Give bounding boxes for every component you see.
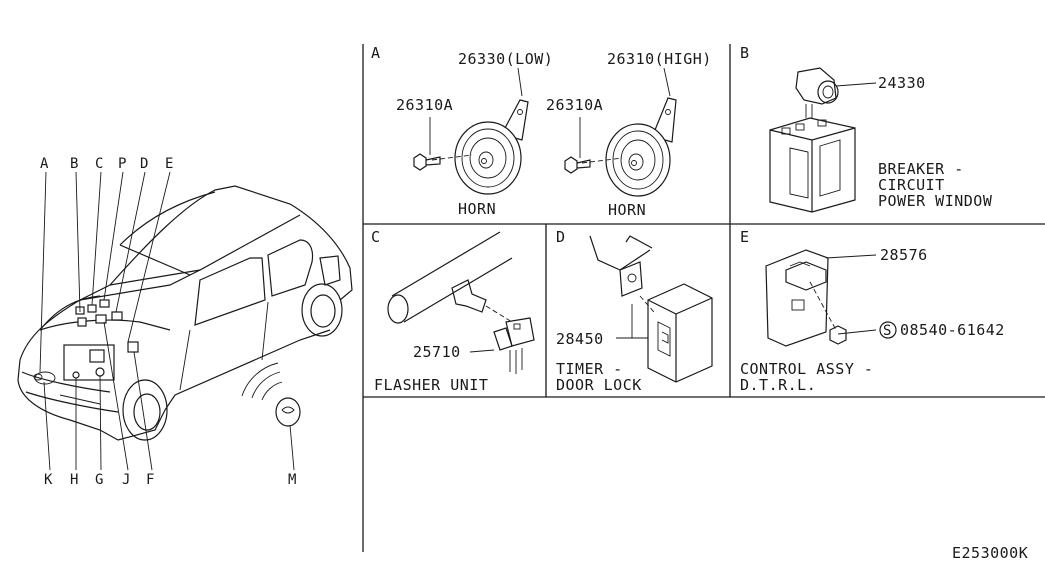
timer-drawing bbox=[589, 235, 713, 383]
panel-b-letter: B bbox=[740, 44, 750, 62]
callout-f: F bbox=[146, 472, 154, 488]
horn-low-drawing bbox=[413, 67, 529, 195]
bolt-number-left: 26310A bbox=[396, 96, 453, 114]
part-number-26330-low: 26330(LOW) bbox=[458, 50, 553, 68]
callout-c: C bbox=[95, 156, 103, 172]
timer-caption-line2: DOOR LOCK bbox=[556, 376, 642, 394]
panel-e-control-assy: E 28576 S 08540-61642 CONTROL ASSY - D.T… bbox=[740, 228, 1005, 394]
flasher-caption: FLASHER UNIT bbox=[374, 376, 488, 394]
bolt-number-right: 26310A bbox=[546, 96, 603, 114]
callout-g: G bbox=[95, 472, 103, 488]
horn-caption-left: HORN bbox=[458, 200, 496, 218]
car-leader-lines bbox=[39, 171, 295, 471]
panel-d-letter: D bbox=[556, 228, 566, 246]
part-number-25710: 25710 bbox=[413, 343, 461, 361]
horn-caption-right: HORN bbox=[608, 201, 646, 219]
callout-b: B bbox=[70, 156, 78, 172]
diagram-id: E253000K bbox=[952, 544, 1028, 562]
part-number-28576: 28576 bbox=[880, 246, 928, 264]
panel-grid bbox=[362, 44, 1045, 552]
breaker-caption-line3: POWER WINDOW bbox=[878, 192, 993, 210]
bolt-symbol: S bbox=[879, 321, 897, 339]
panel-c-letter: C bbox=[371, 228, 381, 246]
panel-b-breaker: B 24330 BREAKER - CIRCUIT POWER WINDOW bbox=[740, 44, 993, 213]
panel-c-flasher: C 25710 FLASHER UNIT bbox=[371, 228, 535, 394]
callout-p: P bbox=[118, 156, 126, 172]
panel-a-horns: A 26330(LOW) 26310(HIGH) 26310A 26310A H… bbox=[371, 44, 712, 219]
panel-a-letter: A bbox=[371, 44, 381, 62]
part-number-26310-high: 26310(HIGH) bbox=[607, 50, 712, 68]
timer-caption-line1: TIMER - bbox=[556, 360, 623, 378]
control-assy-caption-line2: D.T.R.L. bbox=[740, 376, 816, 394]
bolt-symbol-letter: S bbox=[883, 323, 891, 339]
breaker-caption-line1: BREAKER - bbox=[878, 160, 964, 178]
breaker-drawing bbox=[769, 67, 856, 213]
car-overview: A B C P D E K H G J F M bbox=[17, 156, 353, 488]
bolt-number-08540-61642: 08540-61642 bbox=[900, 321, 1005, 339]
breaker-caption-line2: CIRCUIT bbox=[878, 176, 945, 194]
panel-e-letter: E bbox=[740, 228, 750, 246]
callout-a: A bbox=[40, 156, 49, 172]
panel-d-timer: D 28450 TIMER - DOOR LOCK bbox=[556, 228, 713, 394]
part-number-24330: 24330 bbox=[878, 74, 926, 92]
callout-j: J bbox=[122, 472, 130, 488]
callout-d: D bbox=[140, 156, 148, 172]
callout-h: H bbox=[70, 472, 78, 488]
part-number-28450: 28450 bbox=[556, 330, 604, 348]
control-assy-caption-line1: CONTROL ASSY - bbox=[740, 360, 873, 378]
callout-k: K bbox=[44, 472, 53, 488]
control-assy-drawing bbox=[765, 249, 877, 347]
horn-high-drawing bbox=[564, 67, 677, 197]
callout-e: E bbox=[165, 156, 173, 172]
flasher-drawing bbox=[387, 231, 535, 374]
callout-m: M bbox=[288, 472, 296, 488]
